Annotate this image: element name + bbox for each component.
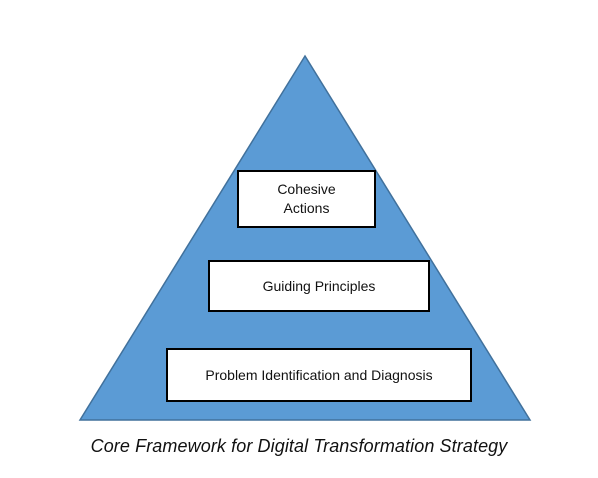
figure-caption: Core Framework for Digital Transformatio… [90, 436, 508, 456]
level-label-top: Cohesive Actions [277, 181, 336, 216]
pyramid-triangle [78, 54, 532, 421]
pyramid-level-problem-identification: Problem Identification and Diagnosis [166, 348, 472, 402]
pyramid-level-cohesive-actions: Cohesive Actions [237, 170, 376, 228]
pyramid-level-guiding-principles: Guiding Principles [208, 260, 430, 312]
level-label-bottom: Problem Identification and Diagnosis [205, 366, 433, 383]
level-label-middle: Guiding Principles [262, 277, 376, 294]
